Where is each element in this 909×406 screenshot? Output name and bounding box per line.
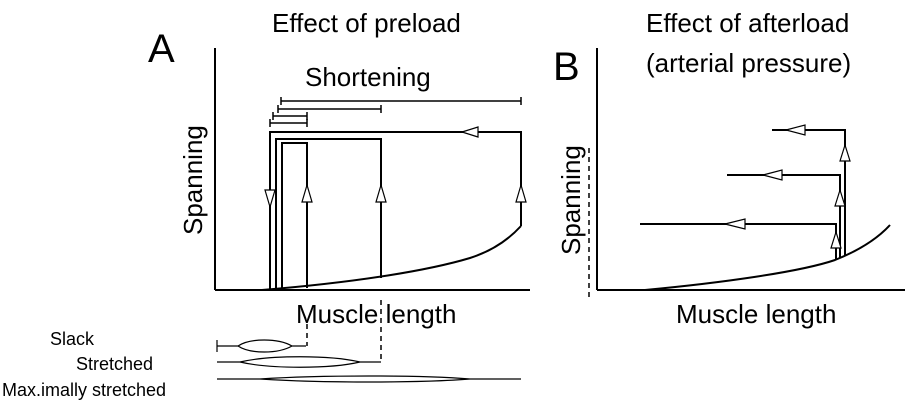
- panel-b-title-line1: Effect of afterload: [646, 8, 849, 38]
- arrow-up-icon: [830, 229, 842, 249]
- arrow-left-icon: [459, 126, 479, 138]
- panel-b-x-axis-label: Muscle length: [676, 299, 836, 329]
- arrow-up-icon: [834, 187, 846, 207]
- panel-a-title: Effect of preload: [272, 8, 461, 38]
- arrow-up-icon: [375, 182, 387, 203]
- arrow-up-icon: [515, 182, 527, 203]
- arrow-up-icon: [839, 142, 851, 162]
- state-label-stretched: Stretched: [76, 354, 153, 374]
- arrow-left-icon: [783, 124, 806, 136]
- panel-b: B Effect of afterload (arterial pressure…: [553, 8, 905, 329]
- panel-a-x-axis-label: Muscle length: [296, 299, 456, 329]
- arrow-up-icon: [301, 182, 313, 203]
- arrow-down-icon: [264, 189, 276, 210]
- state-label-slack: Slack: [50, 329, 95, 349]
- panel-b-passive-curve: [644, 224, 891, 291]
- panel-b-loops: [640, 129, 846, 260]
- panel-a-arrows: [264, 126, 527, 210]
- shortening-label: Shortening: [305, 62, 431, 92]
- arrow-left-icon: [724, 218, 746, 230]
- shortening-brackets: [269, 97, 522, 127]
- panel-b-y-axis-label: Spanning: [556, 145, 586, 255]
- dashed-guides: [306, 300, 382, 362]
- panel-a-letter: A: [148, 27, 175, 71]
- state-label-maximally-stretched: Max.imally stretched: [2, 380, 166, 400]
- panel-a: A Effect of preload Shortening Spanning …: [2, 8, 530, 400]
- panel-a-y-axis-label: Spanning: [178, 125, 208, 235]
- panel-b-arrows: [724, 124, 851, 249]
- arrow-left-icon: [760, 169, 783, 181]
- muscle-sketches: [216, 339, 521, 383]
- panel-b-title-line2: (arterial pressure): [646, 48, 851, 78]
- panel-b-letter: B: [553, 45, 580, 89]
- panel-a-loops: [269, 131, 522, 290]
- panel-a-passive-curve: [261, 225, 522, 291]
